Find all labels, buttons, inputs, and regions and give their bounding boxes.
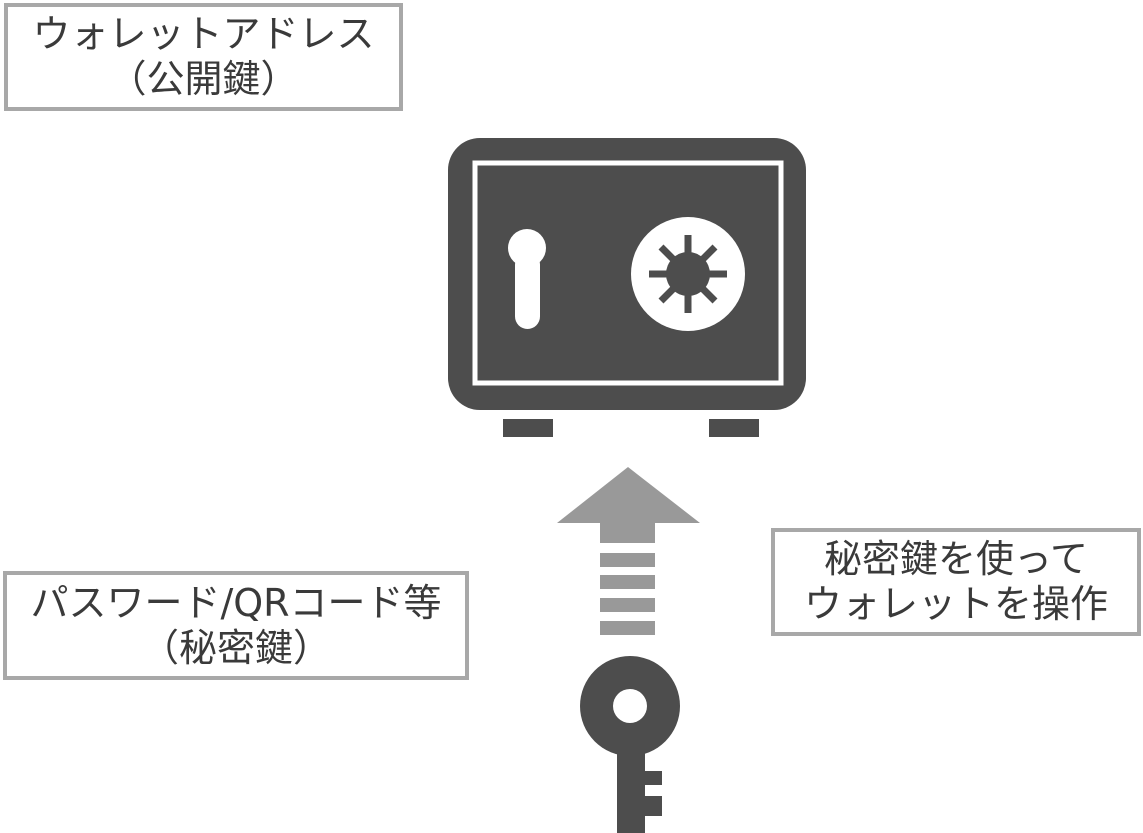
safe-left-foot	[503, 419, 553, 437]
public-key-subtitle: （公開鍵）	[108, 57, 299, 101]
secret-key-subtitle: （秘密鍵）	[140, 625, 331, 670]
key-icon	[580, 656, 680, 833]
safe-keyhole-icon	[508, 229, 546, 329]
public-key-title: ウォレットアドレス	[32, 12, 375, 57]
arrow-up-icon	[557, 467, 700, 635]
operation-line-2: ウォレットを操作	[803, 582, 1108, 626]
safe-icon	[448, 138, 806, 437]
safe-right-foot	[709, 419, 759, 437]
public-key-label-box: ウォレットアドレス （公開鍵）	[4, 3, 403, 111]
secret-key-title: パスワード/QRコード等	[30, 580, 442, 625]
safe-dial-icon	[631, 217, 745, 331]
operation-line-1: 秘密鍵を使って	[823, 537, 1089, 582]
operation-label-box: 秘密鍵を使って ウォレットを操作	[771, 528, 1141, 636]
secret-key-label-box: パスワード/QRコード等 （秘密鍵）	[3, 571, 469, 680]
